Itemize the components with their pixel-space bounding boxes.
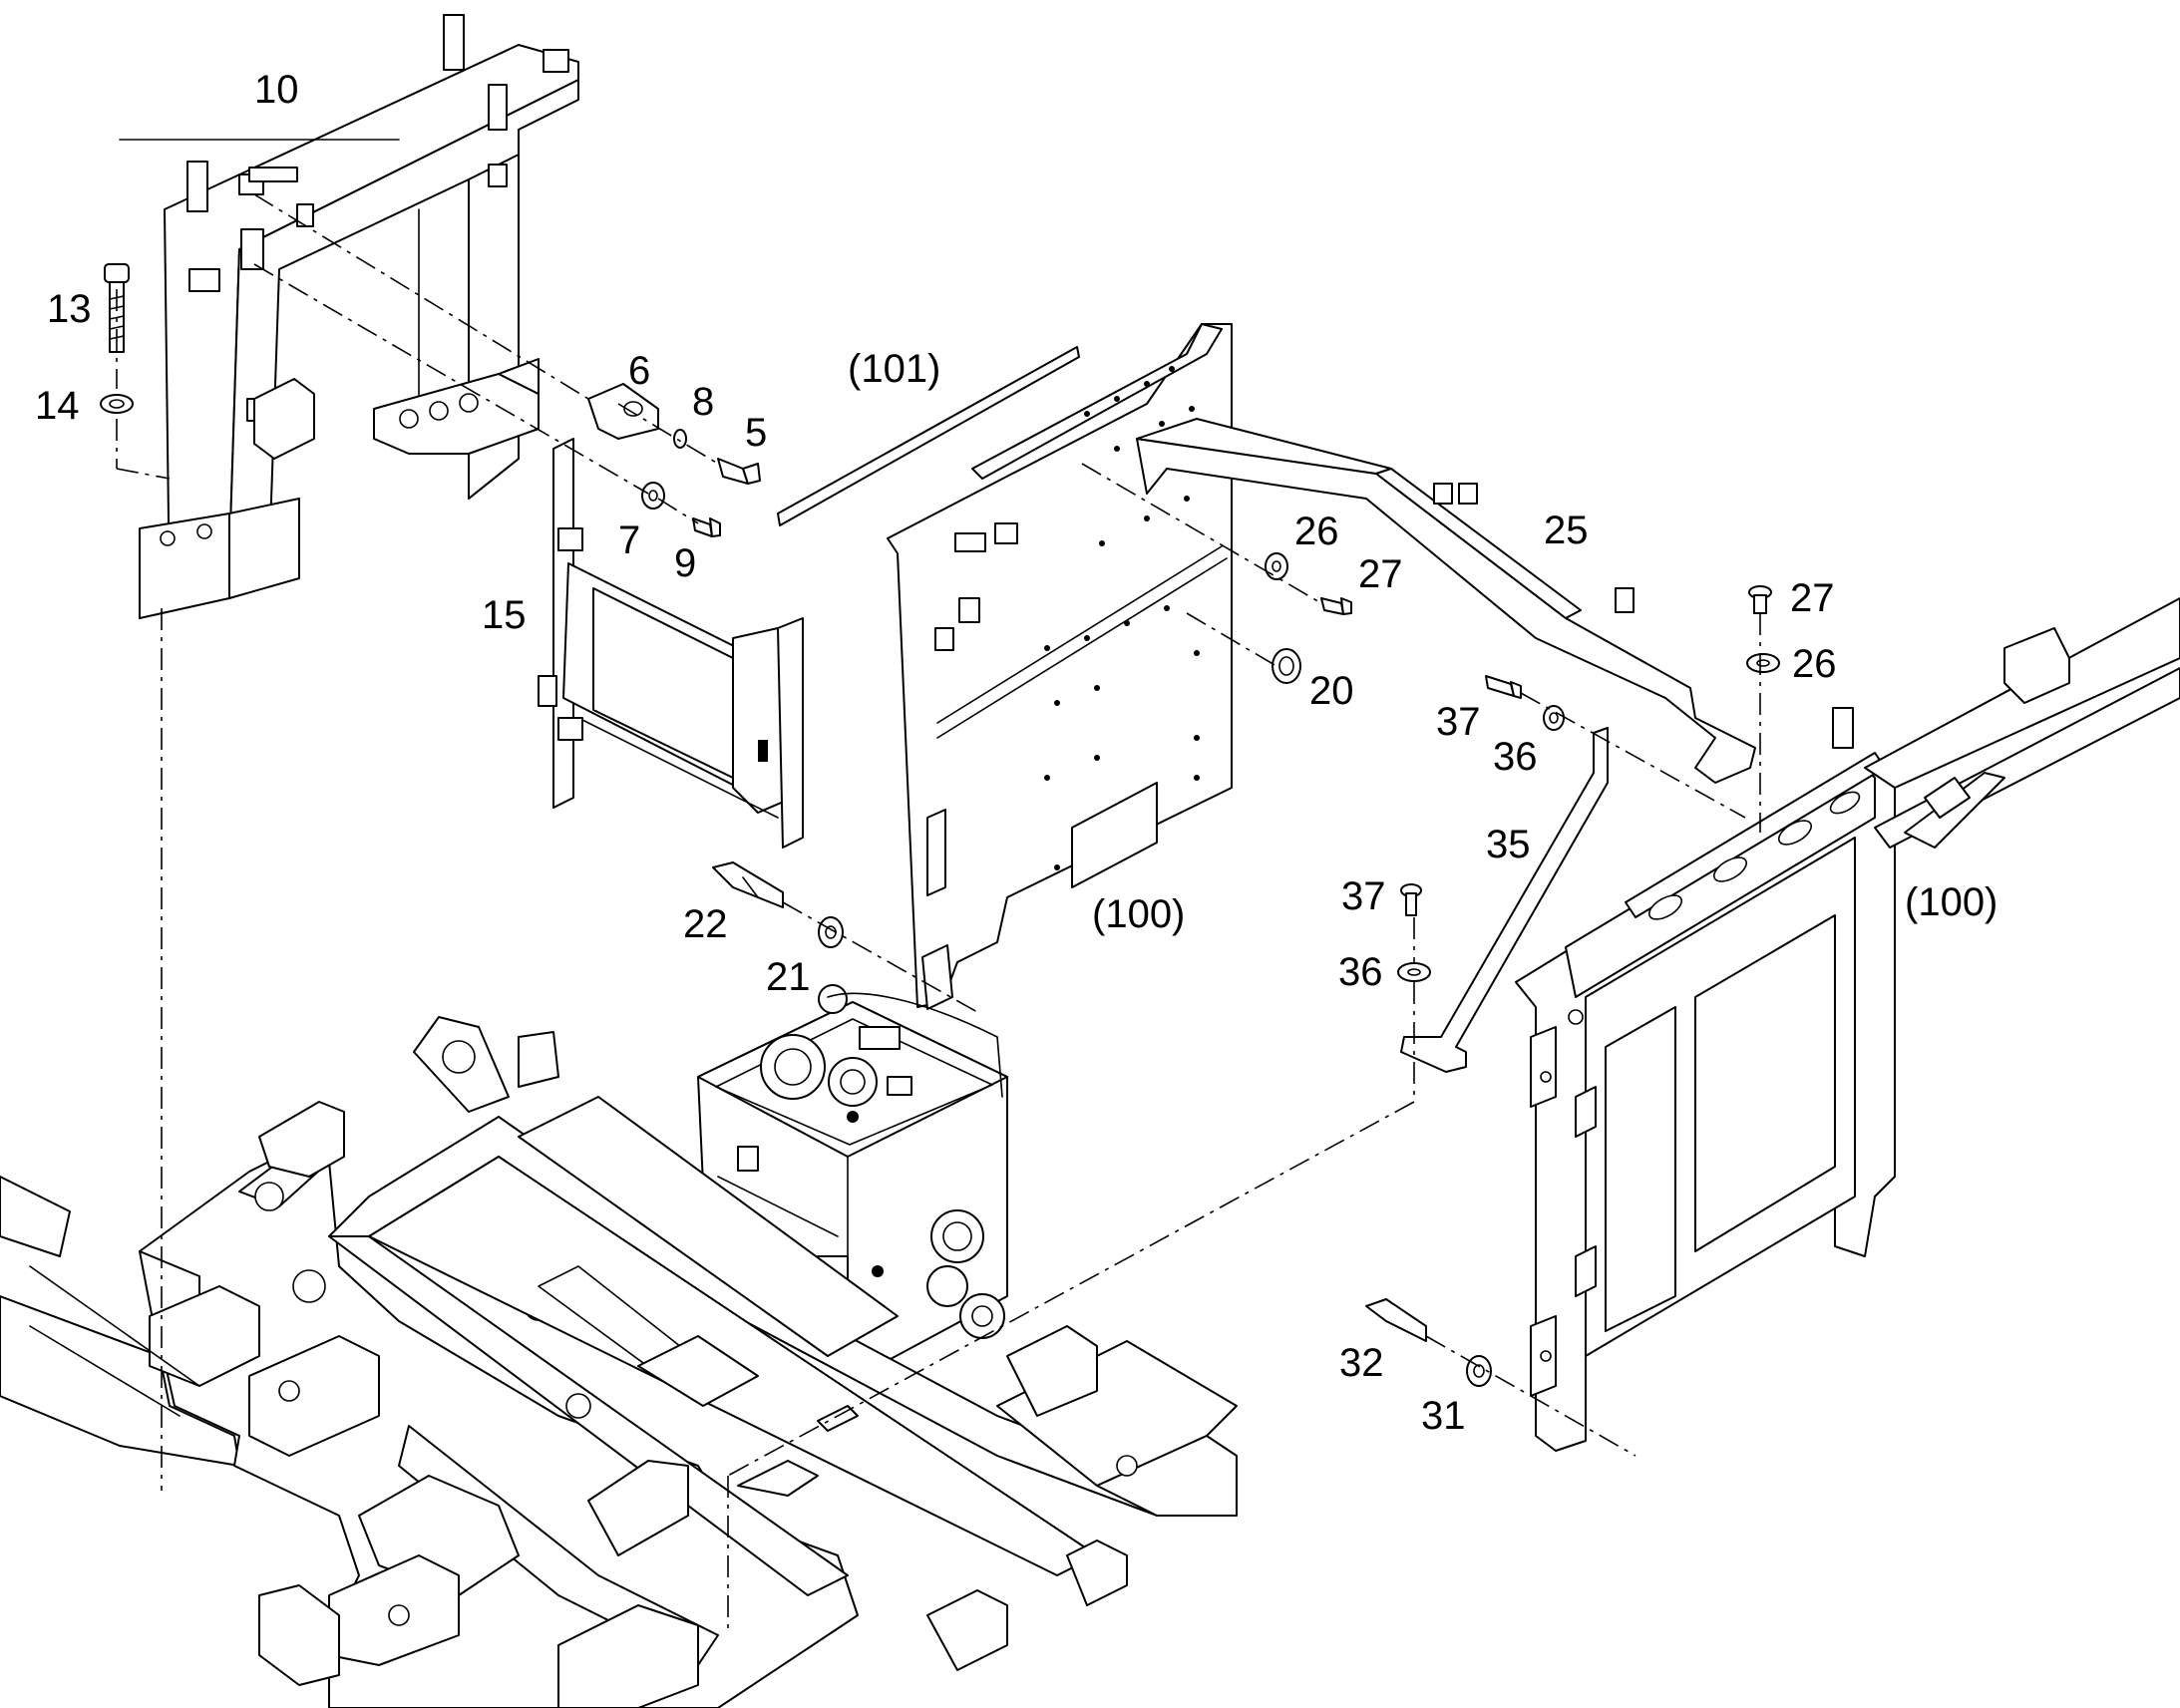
washer-part-36b [1397, 962, 1431, 982]
callout-100a: (100) [1092, 892, 1185, 936]
bolt-part-22 [712, 861, 784, 908]
callout-9: 9 [674, 541, 696, 585]
callout-7: 7 [618, 518, 640, 562]
bolt-part-9 [692, 517, 721, 537]
callout-13: 13 [47, 287, 92, 331]
lower-chassis [0, 1016, 1238, 1708]
callout-37b: 37 [1341, 874, 1386, 918]
callout-15: 15 [482, 593, 527, 637]
seal-part-20 [1272, 648, 1301, 684]
callout-31: 31 [1421, 1394, 1466, 1438]
callout-10: 10 [254, 68, 299, 112]
bolt-part-37b [1400, 883, 1422, 916]
bolt-part-13 [104, 263, 130, 353]
callout-37a: 37 [1436, 700, 1481, 744]
washer-part-7 [641, 482, 665, 510]
bolt-part-32 [1365, 1298, 1427, 1342]
callout-6: 6 [628, 349, 650, 393]
callout-20: 20 [1309, 669, 1354, 713]
callout-36a: 36 [1493, 735, 1538, 779]
pin-part-6 [587, 383, 659, 440]
washer-part-36a [1543, 705, 1565, 731]
callout-36b: 36 [1338, 950, 1383, 994]
washer-part-26a [1265, 552, 1288, 580]
bolt-part-37a [1485, 675, 1522, 699]
callout-21: 21 [766, 955, 811, 999]
callout-35: 35 [1486, 823, 1531, 866]
bolt-part-27b [1748, 585, 1772, 614]
washer-part-21 [818, 916, 844, 948]
callout-101: (101) [848, 347, 940, 391]
callout-8: 8 [692, 380, 714, 424]
callout-100b: (100) [1905, 880, 1998, 924]
callout-5: 5 [745, 411, 767, 455]
callout-27a: 27 [1358, 552, 1403, 596]
frame-bracket-part-10 [119, 14, 579, 619]
bolt-part-5 [717, 458, 761, 485]
callout-25: 25 [1544, 509, 1589, 552]
callout-22: 22 [683, 902, 728, 946]
strip-part-101 [777, 346, 1080, 526]
display-mount-part-15 [538, 438, 804, 849]
callout-14: 14 [35, 384, 80, 428]
leader-lines [116, 193, 1761, 1635]
side-panel-left-100 [887, 323, 1233, 1010]
washer-part-8 [673, 429, 687, 449]
callout-27b: 27 [1790, 576, 1835, 620]
callout-26a: 26 [1294, 510, 1339, 553]
cross-bar-part-25 [1136, 418, 1756, 784]
clamp-block [373, 358, 540, 455]
washer-part-14 [100, 394, 134, 414]
strap-part-35 [1400, 727, 1609, 1073]
side-frame-right-100 [1515, 707, 1896, 1452]
washer-part-26b [1746, 653, 1780, 673]
callout-32: 32 [1339, 1341, 1384, 1385]
callout-26b: 26 [1792, 642, 1837, 686]
boom-arm [1864, 597, 2180, 849]
callouts: 10 13 14 6 8 5 7 9 15 (101) 26 27 25 20 … [35, 68, 1998, 1438]
bolt-part-27a [1320, 597, 1352, 615]
